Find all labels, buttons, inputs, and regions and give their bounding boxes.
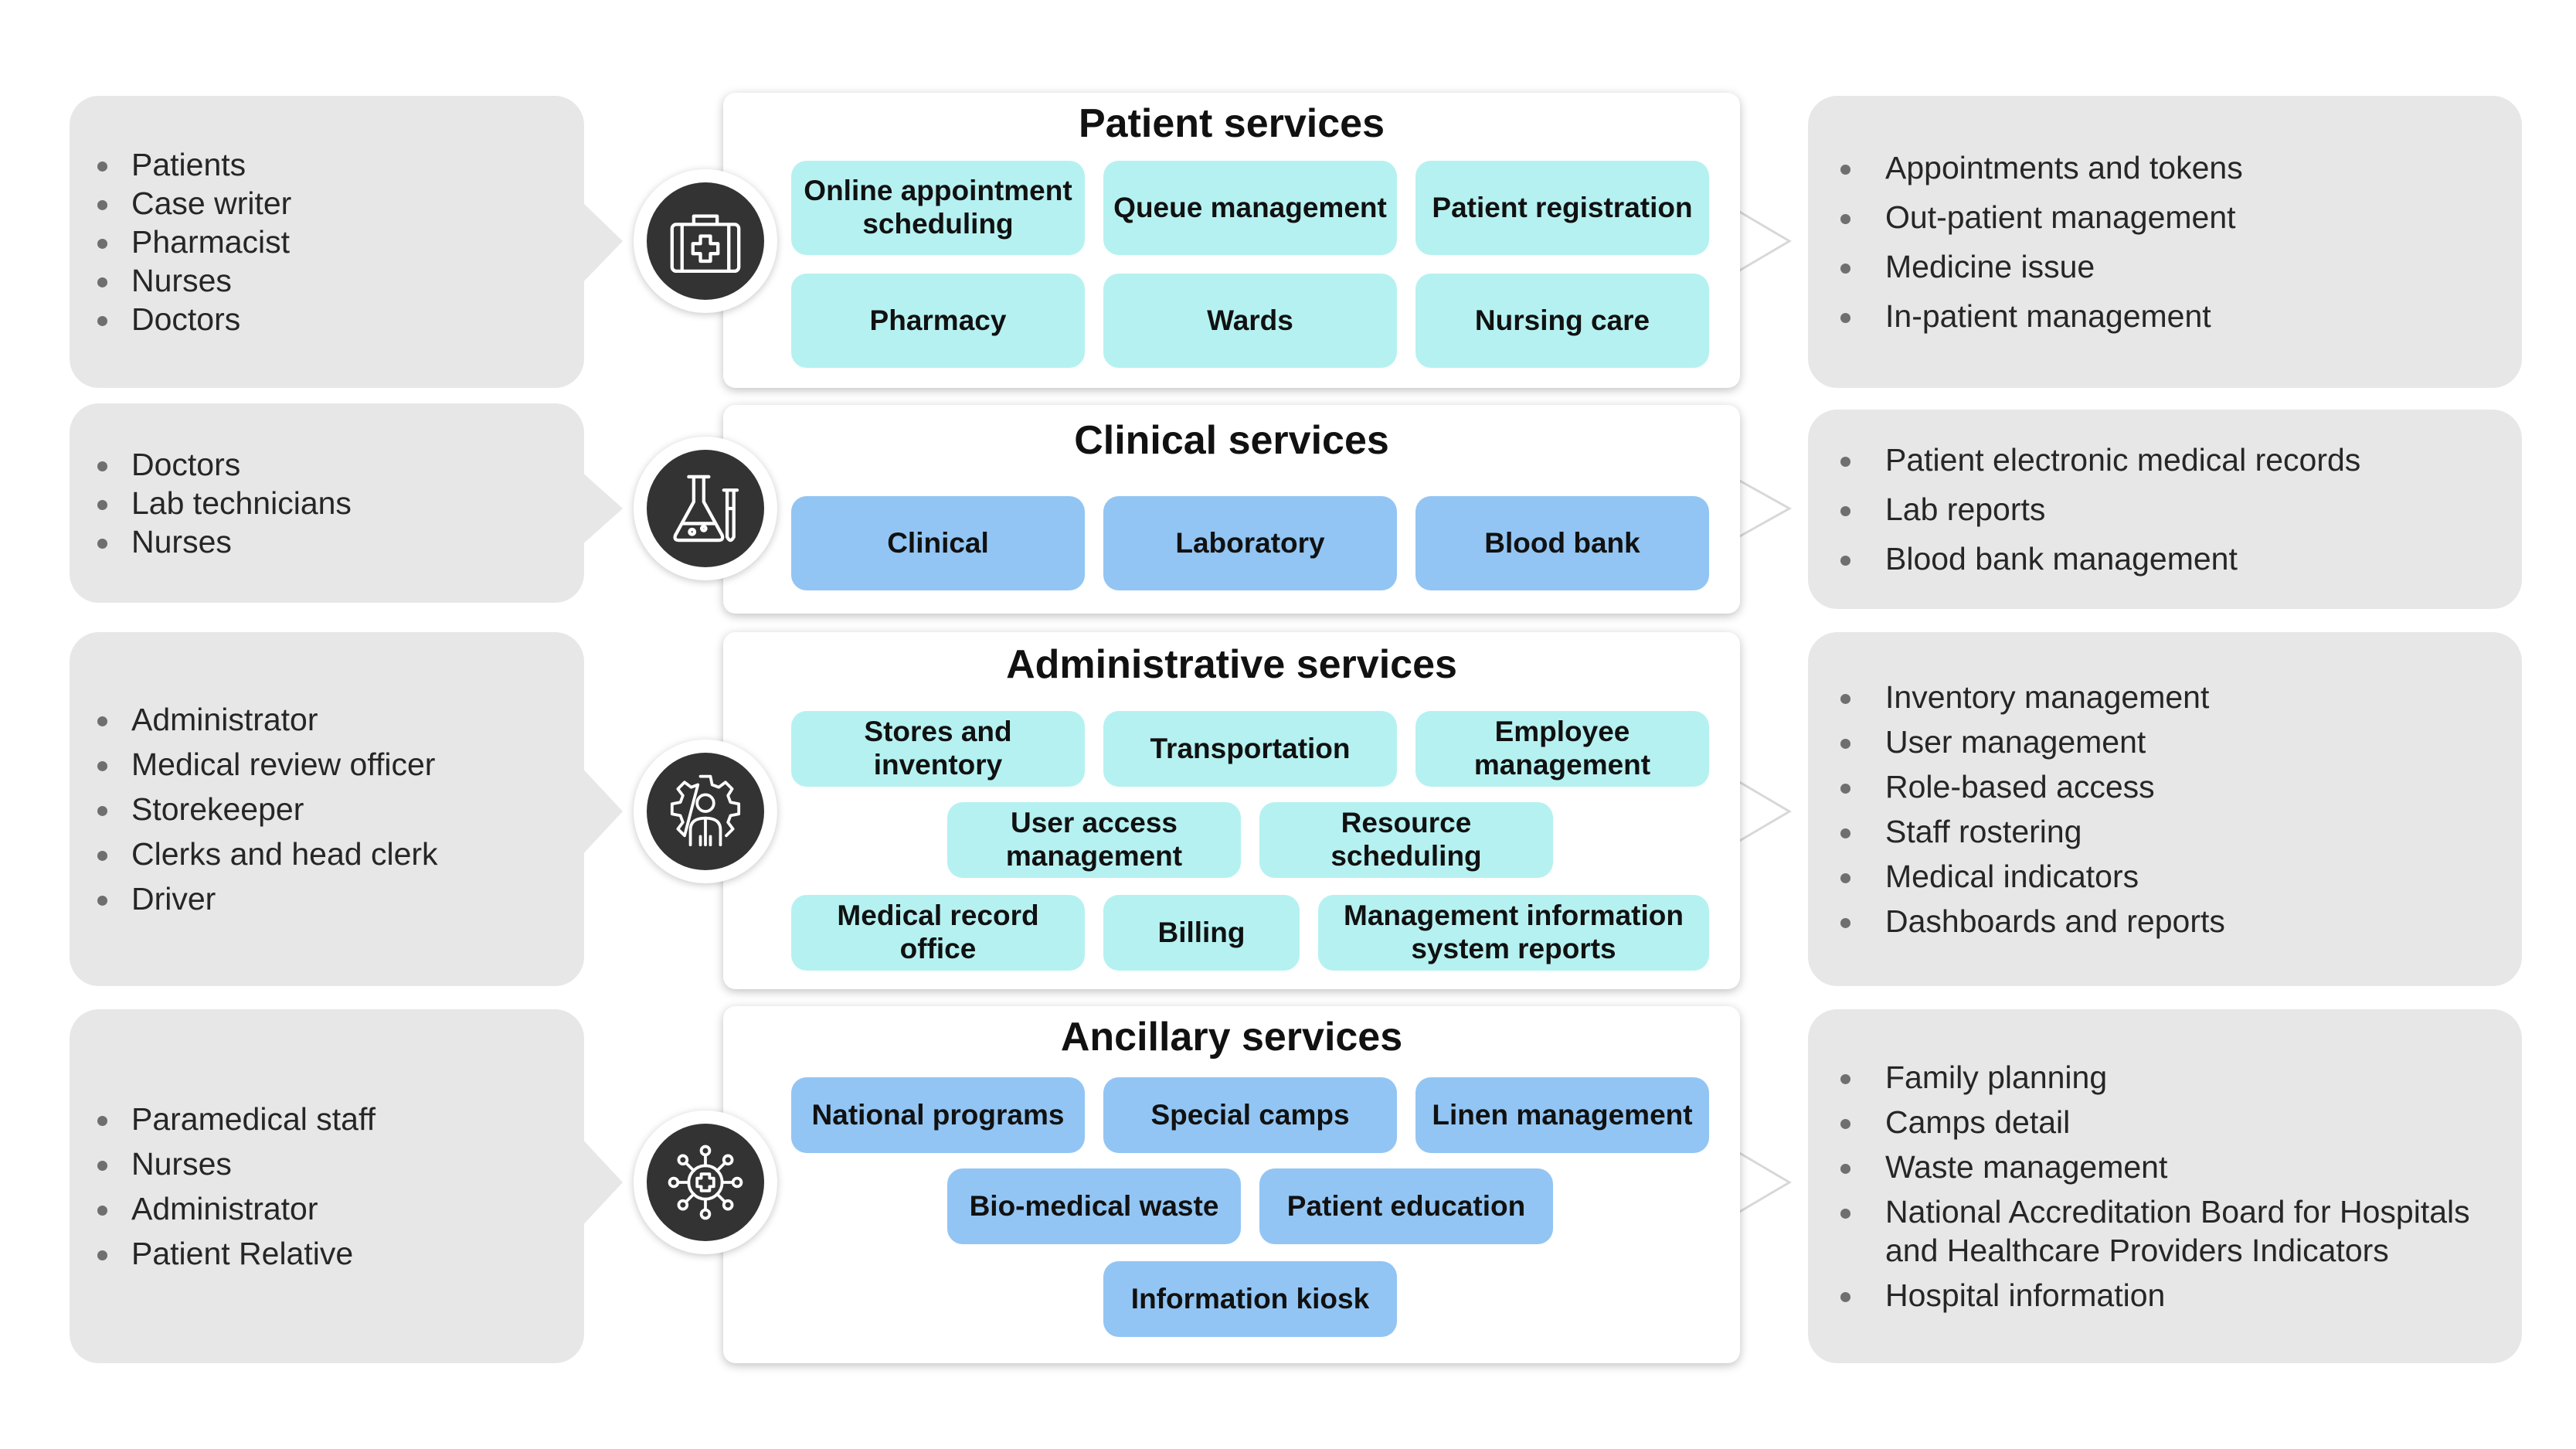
- users-panel-patient: Patients Case writer Pharmacist Nurses D…: [70, 96, 584, 388]
- service-chip[interactable]: Employee management: [1415, 711, 1709, 787]
- arrow-out-clinical: [1735, 477, 1793, 540]
- arrow-out-admin: [1735, 778, 1792, 845]
- service-chip[interactable]: Stores and inventory: [791, 711, 1085, 787]
- service-title: Administrative services: [1006, 642, 1457, 687]
- list-item: Out-patient management: [1808, 198, 2522, 236]
- administrative-services-box: Administrative services Stores and inven…: [723, 632, 1740, 989]
- arrow-users-clinical: [579, 470, 623, 547]
- list-item: Appointments and tokens: [1808, 148, 2522, 187]
- list-item: Storekeeper: [70, 790, 584, 828]
- admin-gear-person-icon: [634, 740, 777, 883]
- service-chip[interactable]: Wards: [1103, 274, 1397, 368]
- list-item: Medical review officer: [70, 745, 584, 784]
- list-item: Dashboards and reports: [1808, 902, 2522, 940]
- service-chip[interactable]: User access management: [947, 802, 1241, 878]
- outputs-panel-ancillary: Family planning Camps detail Waste manag…: [1808, 1009, 2522, 1363]
- list-item: Medicine issue: [1808, 247, 2522, 286]
- users-panel-admin: Administrator Medical review officer Sto…: [70, 632, 584, 986]
- list-item: Hospital information: [1808, 1276, 2522, 1315]
- list-item: Lab technicians: [70, 484, 584, 522]
- list-item: In-patient management: [1808, 297, 2522, 335]
- list-item: Case writer: [70, 184, 584, 223]
- list-item: Nurses: [70, 261, 584, 300]
- list-item: Blood bank management: [1808, 539, 2522, 578]
- service-chip[interactable]: Special camps: [1103, 1077, 1397, 1153]
- service-chip[interactable]: Blood bank: [1415, 496, 1709, 590]
- list-item: Medical indicators: [1808, 857, 2522, 896]
- list-item: Patient Relative: [70, 1234, 584, 1273]
- service-chip[interactable]: Linen management: [1415, 1077, 1709, 1153]
- service-title: Patient services: [1078, 101, 1385, 146]
- service-chip[interactable]: National programs: [791, 1077, 1085, 1153]
- list-item: Clerks and head clerk: [70, 835, 584, 873]
- outputs-panel-clinical: Patient electronic medical records Lab r…: [1808, 410, 2522, 609]
- arrow-users-admin: [579, 765, 623, 858]
- service-chip[interactable]: Bio-medical waste: [947, 1168, 1241, 1244]
- list-item: Doctors: [70, 300, 584, 338]
- list-item: Lab reports: [1808, 490, 2522, 529]
- list-item: Patients: [70, 145, 584, 184]
- list-item: User management: [1808, 723, 2522, 761]
- arrow-users-patient: [579, 199, 623, 286]
- service-chip[interactable]: Pharmacy: [791, 274, 1085, 368]
- ancillary-services-box: Ancillary services National programs Spe…: [723, 1006, 1740, 1363]
- users-panel-ancillary: Paramedical staff Nurses Administrator P…: [70, 1009, 584, 1363]
- list-item: Pharmacist: [70, 223, 584, 261]
- list-item: Nurses: [70, 1145, 584, 1183]
- list-item: Patient electronic medical records: [1808, 440, 2522, 479]
- list-item: Role-based access: [1808, 767, 2522, 806]
- arrow-out-patient: [1735, 208, 1792, 274]
- list-item: Administrator: [70, 700, 584, 739]
- outputs-panel-admin: Inventory management User management Rol…: [1808, 632, 2522, 986]
- clinical-services-box: Clinical services Clinical Laboratory Bl…: [723, 405, 1740, 614]
- service-title: Ancillary services: [1060, 1015, 1403, 1060]
- list-item: Driver: [70, 879, 584, 918]
- service-chip[interactable]: Transportation: [1103, 711, 1397, 787]
- users-panel-clinical: Doctors Lab technicians Nurses: [70, 403, 584, 603]
- service-chip[interactable]: Online appointment scheduling: [791, 161, 1085, 255]
- service-chip[interactable]: Clinical: [791, 496, 1085, 590]
- service-chip[interactable]: Patient education: [1259, 1168, 1553, 1244]
- outputs-panel-patient: Appointments and tokens Out-patient mana…: [1808, 96, 2522, 388]
- list-item: National Accreditation Board for Hospita…: [1808, 1192, 2522, 1270]
- service-chip[interactable]: Nursing care: [1415, 274, 1709, 368]
- medical-kit-icon: [634, 169, 777, 313]
- arrow-out-ancillary: [1735, 1149, 1792, 1216]
- list-item: Administrator: [70, 1189, 584, 1228]
- service-chip[interactable]: Management information system reports: [1318, 895, 1709, 971]
- lab-flask-icon: [634, 437, 777, 580]
- service-chip[interactable]: Queue management: [1103, 161, 1397, 255]
- network-medical-icon: [634, 1111, 777, 1254]
- service-chip[interactable]: Laboratory: [1103, 496, 1397, 590]
- service-chip[interactable]: Medical record office: [791, 895, 1085, 971]
- service-chip[interactable]: Resource scheduling: [1259, 802, 1553, 878]
- list-item: Inventory management: [1808, 678, 2522, 716]
- patient-services-box: Patient services Online appointment sche…: [723, 93, 1740, 388]
- list-item: Paramedical staff: [70, 1100, 584, 1138]
- list-item: Family planning: [1808, 1058, 2522, 1097]
- list-item: Waste management: [1808, 1148, 2522, 1186]
- service-title: Clinical services: [1074, 418, 1389, 463]
- list-item: Nurses: [70, 522, 584, 561]
- service-chip[interactable]: Billing: [1103, 895, 1300, 971]
- service-chip[interactable]: Information kiosk: [1103, 1261, 1397, 1337]
- list-item: Doctors: [70, 445, 584, 484]
- service-chip[interactable]: Patient registration: [1415, 161, 1709, 255]
- list-item: Camps detail: [1808, 1103, 2522, 1141]
- list-item: Staff rostering: [1808, 812, 2522, 851]
- arrow-users-ancillary: [579, 1136, 623, 1229]
